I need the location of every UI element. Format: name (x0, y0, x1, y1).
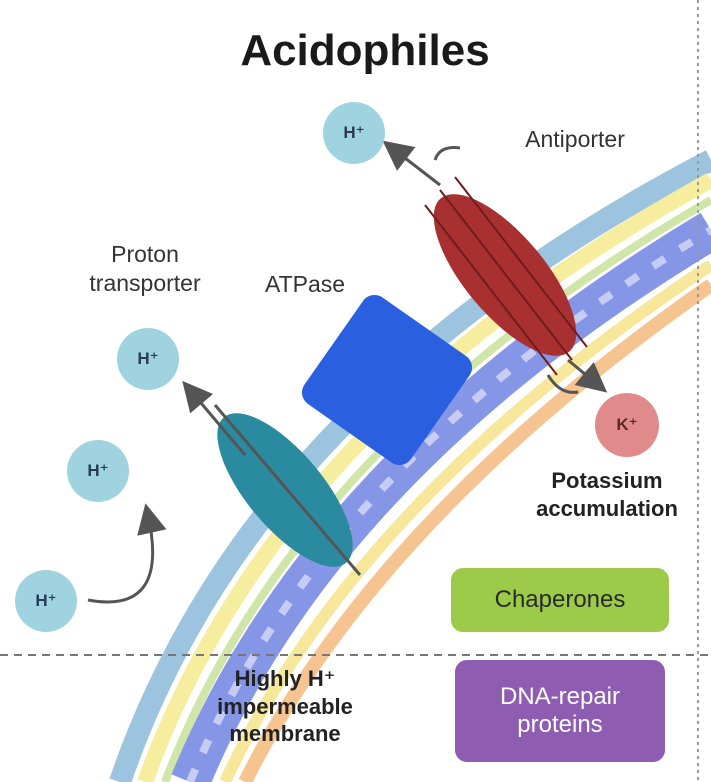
proton-transporter-label: Proton transporter (89, 241, 201, 296)
atpase-shape (301, 294, 473, 466)
h-ion-middle: H⁺ (67, 440, 129, 502)
potassium-accumulation-label: Potassium accumulation (536, 468, 678, 521)
h-ion-top: H⁺ (323, 102, 385, 164)
h-ion-bottom: H⁺ (15, 570, 77, 632)
diagram-title: Acidophiles (240, 26, 490, 75)
k-ion: K⁺ (595, 393, 659, 457)
dna-repair-box: DNA-repair proteins (455, 660, 665, 762)
chaperones-box: Chaperones (451, 568, 669, 632)
proton-transporter-shape (182, 380, 362, 576)
antiporter-shape (382, 140, 608, 394)
h-ion-flow-arrow (87, 503, 167, 604)
h-ion-transporter: H⁺ (117, 328, 179, 390)
antiporter-label: Antiporter (525, 126, 625, 152)
atpase-label: ATPase (264, 271, 346, 297)
impermeable-membrane-label: Highly H⁺ impermeable membrane (217, 666, 353, 746)
cell-membrane (109, 150, 711, 782)
